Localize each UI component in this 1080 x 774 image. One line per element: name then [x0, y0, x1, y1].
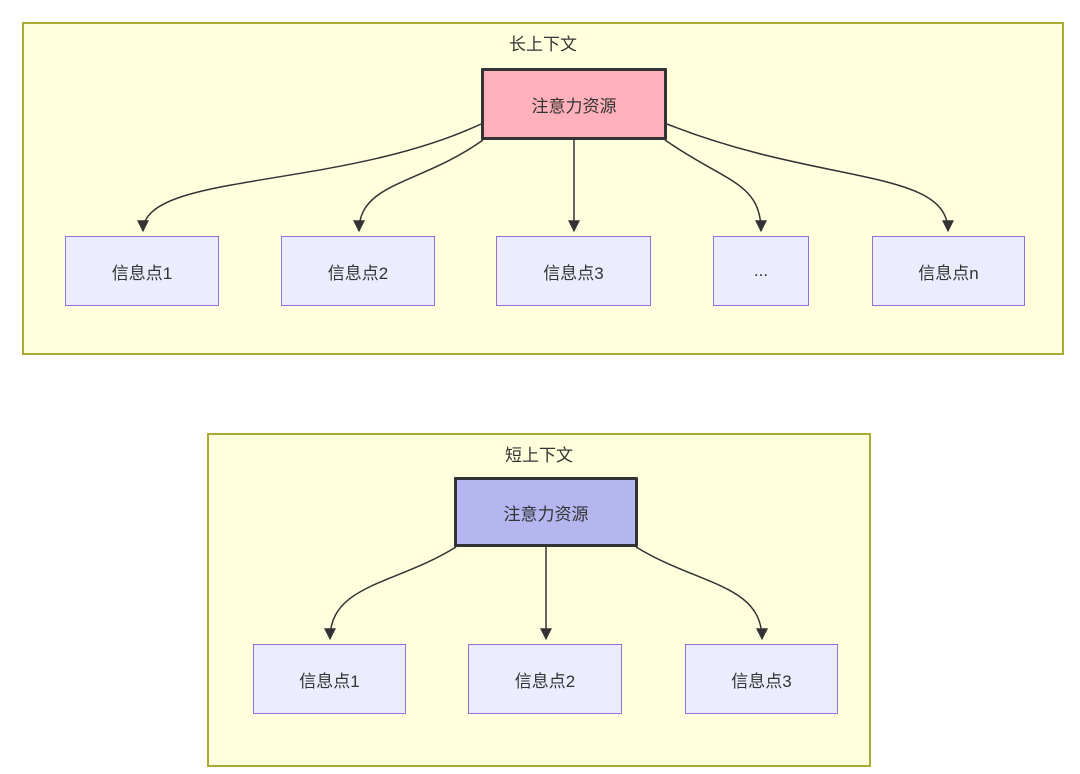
attention-resource-box-long: 注意力资源: [481, 68, 667, 140]
info-point-box: 信息点2: [468, 644, 622, 714]
info-point-box: 信息点n: [872, 236, 1025, 306]
info-point-box: 信息点1: [253, 644, 406, 714]
info-point-box: 信息点1: [65, 236, 219, 306]
info-point-box: 信息点3: [496, 236, 651, 306]
info-point-box: 信息点2: [281, 236, 435, 306]
attention-resource-box-short: 注意力资源: [454, 477, 638, 547]
info-point-box: 信息点3: [685, 644, 838, 714]
short-context-title: 短上下文: [505, 446, 573, 465]
info-point-box-ellipsis: ...: [713, 236, 809, 306]
long-context-title: 长上下文: [509, 35, 577, 54]
